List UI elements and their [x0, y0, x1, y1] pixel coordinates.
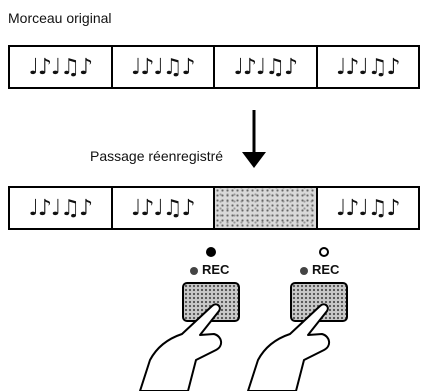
- rec-indicator-off: [319, 247, 329, 257]
- new-segment: ♩♪♩♫♪: [113, 188, 215, 228]
- label-passage: Passage réenregistré: [90, 148, 224, 164]
- label-original: Morceau original: [8, 10, 112, 26]
- rec-indicator-on: [206, 247, 216, 257]
- original-segment: ♩♪♩♫♪: [335, 54, 401, 80]
- original-segment: ♩♪♩♫♪: [10, 47, 113, 87]
- rerecorded-track: ♩♪♩♫♪ ♩♪♩♫♪ ♩♪♩♫♪: [8, 186, 420, 230]
- new-segment: ♩♪♩♫♪: [335, 195, 401, 221]
- original-segment: ♩♪♩♫♪: [113, 47, 215, 87]
- original-track: ♩♪♩♫♪ ♩♪♩♫♪ ♩♪♩♫♪ ♩♪♩♫♪: [8, 45, 420, 89]
- new-segment: ♩♪♩♫♪: [10, 188, 113, 228]
- rec-label-1: REC: [190, 262, 229, 277]
- rec-label-2: REC: [300, 262, 339, 277]
- rerecorded-segment: [215, 188, 318, 228]
- original-segment: ♩♪♩♫♪: [215, 47, 318, 87]
